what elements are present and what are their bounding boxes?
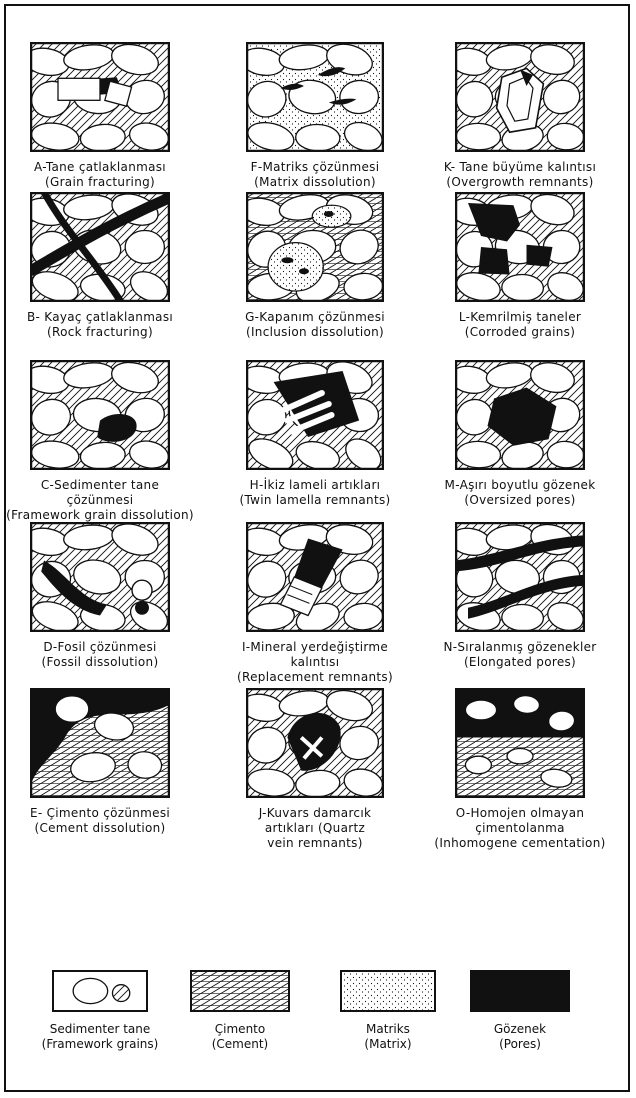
panel-caption-line-1: F-Matriks çözünmesi [206,160,424,175]
panel-k: K- Tane büyüme kalıntısı(Overgrowth remn… [455,42,585,212]
panel-caption-line-1: B- Kayaç çatlaklanması [0,310,210,325]
legend-matrix: Matriks(Matrix) [340,970,436,1060]
legend-label-line-1: Çimento [160,1022,320,1037]
legend-swatch-matrix [340,970,436,1012]
panel-caption-line-2: (Overgrowth remnants) [415,175,625,190]
panel-caption-line-1: L-Kemrilmiş taneler [415,310,625,325]
panel-caption-line-3: (Replacement remnants) [206,670,424,685]
panel-d: D-Fosil çözünmesi(Fossil dissolution) [30,522,170,692]
panel-caption-line-1: M-Aşırı boyutlu gözenek [415,478,625,493]
panel-caption-line-3: (Framework grain dissolution) [0,508,210,523]
panel-caption-line-3: vein remnants) [206,836,424,851]
legend-swatch-cement [190,970,290,1012]
legend-label-line-1: Gözenek [440,1022,600,1037]
panel-caption-line-1: J-Kuvars damarcık [206,806,424,821]
panel-caption-line-1: H-İkiz lameli artıkları [206,478,424,493]
panel-g: G-Kapanım çözünmesi(Inclusion dissolutio… [246,192,384,362]
panel-illustration [30,192,170,302]
panel-caption-line-2: artıkları (Quartz [206,821,424,836]
panel-caption-line-1: D-Fosil çözünmesi [0,640,210,655]
panel-l: L-Kemrilmiş taneler(Corroded grains) [455,192,585,362]
panel-illustration [30,42,170,152]
panel-illustration [30,688,170,798]
panel-caption-line-2: (Elongated pores) [415,655,625,670]
legend-label-line-2: (Pores) [440,1037,600,1052]
legend-swatch-grains [52,970,148,1012]
panel-caption-line-2: çimentolanma [415,821,625,836]
panel-caption-line-1: G-Kapanım çözünmesi [206,310,424,325]
panel-illustration [30,360,170,470]
panel-j: J-Kuvars damarcıkartıkları (Quartzvein r… [246,688,384,858]
panel-illustration [246,42,384,152]
panel-a: A-Tane çatlaklanması(Grain fracturing) [30,42,170,212]
panel-e: E- Çimento çözünmesi(Cement dissolution) [30,688,170,858]
legend-label-line-2: (Framework grains) [22,1037,178,1052]
panel-illustration [455,192,585,302]
legend-label-line-2: (Cement) [160,1037,320,1052]
panel-caption-line-2: (Rock fracturing) [0,325,210,340]
panel-caption-line-2: kalıntısı [206,655,424,670]
legend-pores: Gözenek(Pores) [470,970,570,1060]
panel-caption-line-2: (Fossil dissolution) [0,655,210,670]
legend-swatch-pores [470,970,570,1012]
panel-illustration [246,360,384,470]
panel-caption-line-1: I-Mineral yerdeğiştirme [206,640,424,655]
panel-m: M-Aşırı boyutlu gözenek(Oversized pores) [455,360,585,530]
panel-caption-line-3: (Inhomogene cementation) [415,836,625,851]
panel-illustration [455,360,585,470]
panel-b: B- Kayaç çatlaklanması(Rock fracturing) [30,192,170,362]
panel-illustration [30,522,170,632]
panel-f: F-Matriks çözünmesi(Matrix dissolution) [246,42,384,212]
panel-caption-line-1: C-Sedimenter tane [0,478,210,493]
panel-illustration [246,688,384,798]
panel-caption-line-1: O-Homojen olmayan [415,806,625,821]
panel-caption-line-1: K- Tane büyüme kalıntısı [415,160,625,175]
panel-o: O-Homojen olmayançimentolanma(Inhomogene… [455,688,585,858]
panel-illustration [246,522,384,632]
panel-caption-line-2: (Cement dissolution) [0,821,210,836]
panel-illustration [246,192,384,302]
panel-caption-line-1: E- Çimento çözünmesi [0,806,210,821]
legend-grains: Sedimenter tane(Framework grains) [52,970,148,1060]
panel-h: H-İkiz lameli artıkları(Twin lamella rem… [246,360,384,530]
panel-illustration [455,688,585,798]
legend-cement: Çimento(Cement) [190,970,290,1060]
panel-caption-line-2: (Grain fracturing) [0,175,210,190]
panel-i: I-Mineral yerdeğiştirmekalıntısı(Replace… [246,522,384,692]
panel-caption-line-2: (Matrix dissolution) [206,175,424,190]
panel-illustration [455,42,585,152]
panel-caption-line-2: (Corroded grains) [415,325,625,340]
panel-n: N-Sıralanmış gözenekler(Elongated pores) [455,522,585,692]
panel-c: C-Sedimenter taneçözünmesi(Framework gra… [30,360,170,530]
legend-label-line-1: Sedimenter tane [22,1022,178,1037]
panel-caption-line-2: (Oversized pores) [415,493,625,508]
panel-caption-line-2: çözünmesi [0,493,210,508]
panel-illustration [455,522,585,632]
panel-caption-line-2: (Twin lamella remnants) [206,493,424,508]
panel-caption-line-1: A-Tane çatlaklanması [0,160,210,175]
panel-caption-line-1: N-Sıralanmış gözenekler [415,640,625,655]
panel-caption-line-2: (Inclusion dissolution) [206,325,424,340]
